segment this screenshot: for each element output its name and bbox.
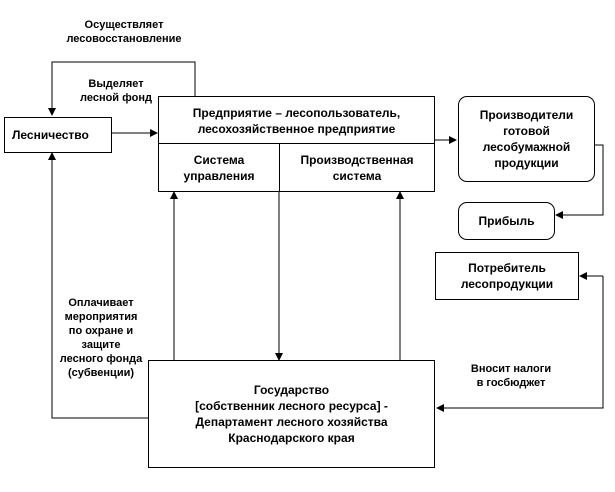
- production-system-label: Производственная система: [300, 153, 414, 183]
- profit-box: Прибыль: [458, 202, 555, 240]
- enterprise-inner-divider: [279, 143, 280, 192]
- producers-label: Производители готовой лесобумажной проду…: [479, 108, 574, 170]
- forestry-label: Лесничество: [12, 128, 89, 142]
- state-box: Государство [собственник лесного ресурса…: [148, 360, 435, 468]
- enterprise-box: Предприятие – лесопользователь, лесохозя…: [158, 96, 435, 192]
- consumer-box: Потребитель лесопродукции: [435, 252, 579, 300]
- pays-subsidies-label: Оплачивает мероприятия по охране и защит…: [59, 297, 143, 379]
- state-label: Государство [собственник лесного ресурса…: [195, 383, 388, 445]
- reforestation-label: Осуществляет лесовосстановление: [66, 19, 182, 45]
- arrow-producers-to-profit: [555, 144, 604, 219]
- arrow-state-to-forestry: [48, 152, 148, 419]
- profit-label: Прибыль: [478, 214, 535, 228]
- enterprise-label: Предприятие – лесопользователь, лесохозя…: [192, 106, 401, 136]
- management-system-label: Система управления: [183, 153, 255, 183]
- arrow-taxes-to-state: [436, 276, 604, 412]
- arrow-reforestation: [48, 61, 196, 116]
- consumer-label: Потребитель лесопродукции: [460, 261, 554, 291]
- producers-box: Производители готовой лесобумажной проду…: [458, 96, 595, 182]
- forestry-box: Лесничество: [4, 117, 112, 153]
- taxes-label: Вносит налоги в госбюджет: [470, 363, 552, 389]
- enterprise-divider: [159, 143, 434, 144]
- allocates-forest-fund-label: Выделяет лесной фонд: [80, 78, 152, 104]
